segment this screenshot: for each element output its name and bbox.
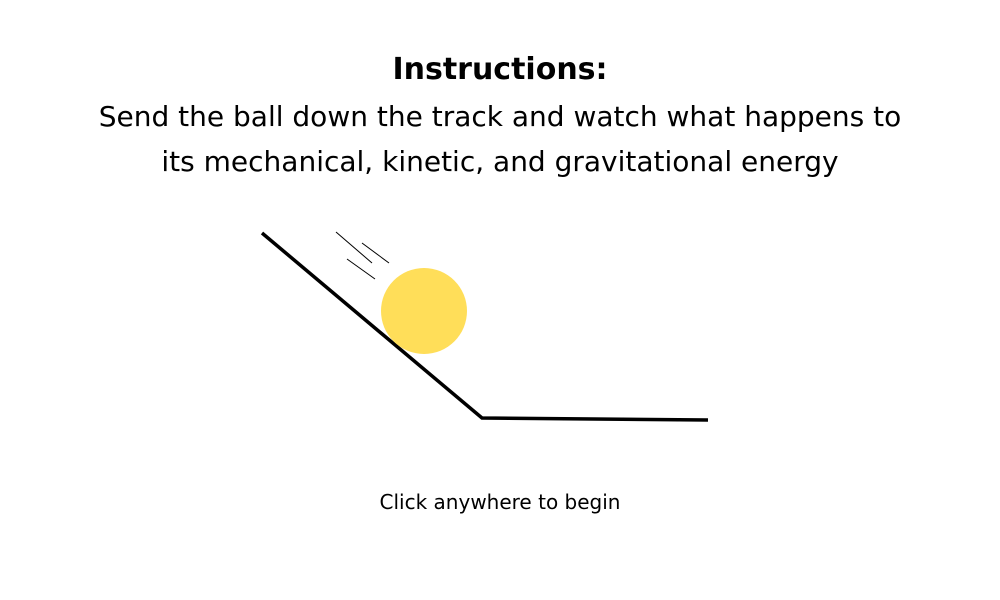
instructions-line-1: Send the ball down the track and watch w…: [98, 100, 902, 133]
instructions-heading: Instructions:: [392, 52, 608, 87]
track-line: [260, 231, 709, 422]
begin-hint: Click anywhere to begin: [379, 490, 621, 514]
instructions-line-2: its mechanical, kinetic, and gravitation…: [161, 145, 839, 178]
ball: [381, 268, 467, 354]
motion-lines-icon: [335, 231, 390, 280]
